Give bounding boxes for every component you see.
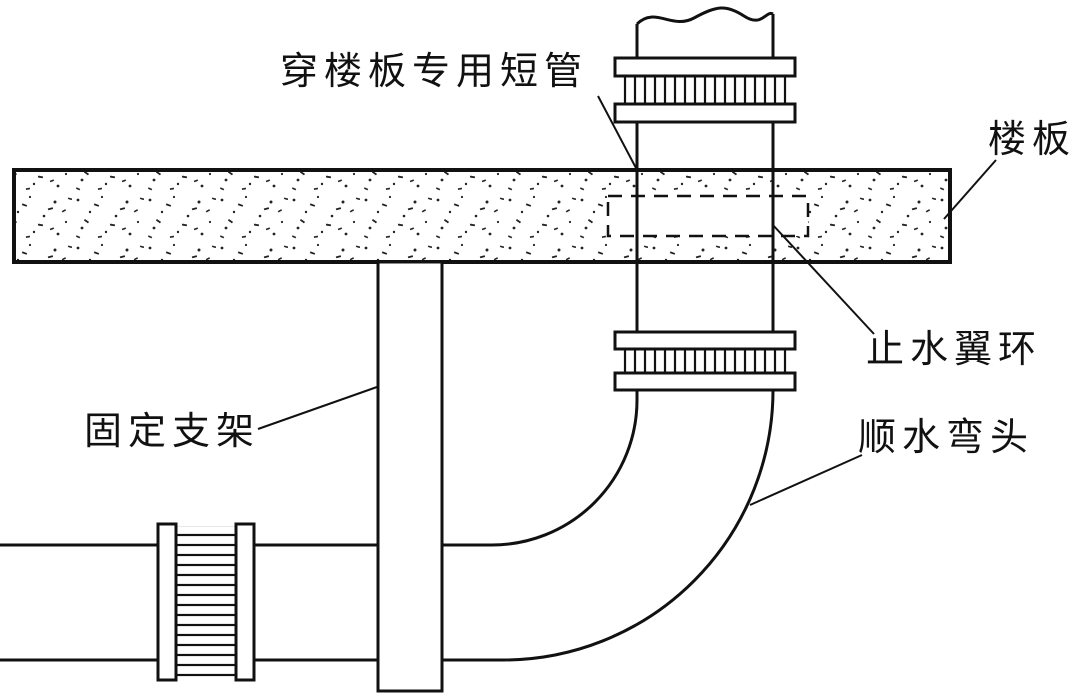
pipe-coupling-bottom (156, 522, 256, 682)
leader-lines (257, 95, 997, 506)
label-swept-elbow: 顺水弯头 (858, 415, 1035, 459)
leader-floor-slab (943, 159, 997, 220)
leader-water-stop-ring (771, 223, 875, 335)
pipe-coupling-top (613, 56, 797, 124)
label-floor-slab: 楼板 (988, 117, 1077, 161)
label-water-stop-ring: 止水翼环 (866, 327, 1043, 371)
label-fixed-bracket: 固定支架 (84, 409, 261, 453)
pipe-coupling-middle (613, 330, 797, 392)
floor-slab (12, 168, 952, 264)
leader-fixed-bracket (257, 386, 378, 430)
swept-elbow (491, 389, 775, 662)
leader-swept-elbow (749, 454, 863, 506)
fixed-support-bracket (376, 260, 444, 693)
water-stop-ring-box (606, 194, 810, 238)
label-short-pipe: 穿楼板专用短管 (280, 49, 589, 93)
leader-short-pipe (597, 95, 637, 169)
pipe-break-line (635, 6, 774, 26)
